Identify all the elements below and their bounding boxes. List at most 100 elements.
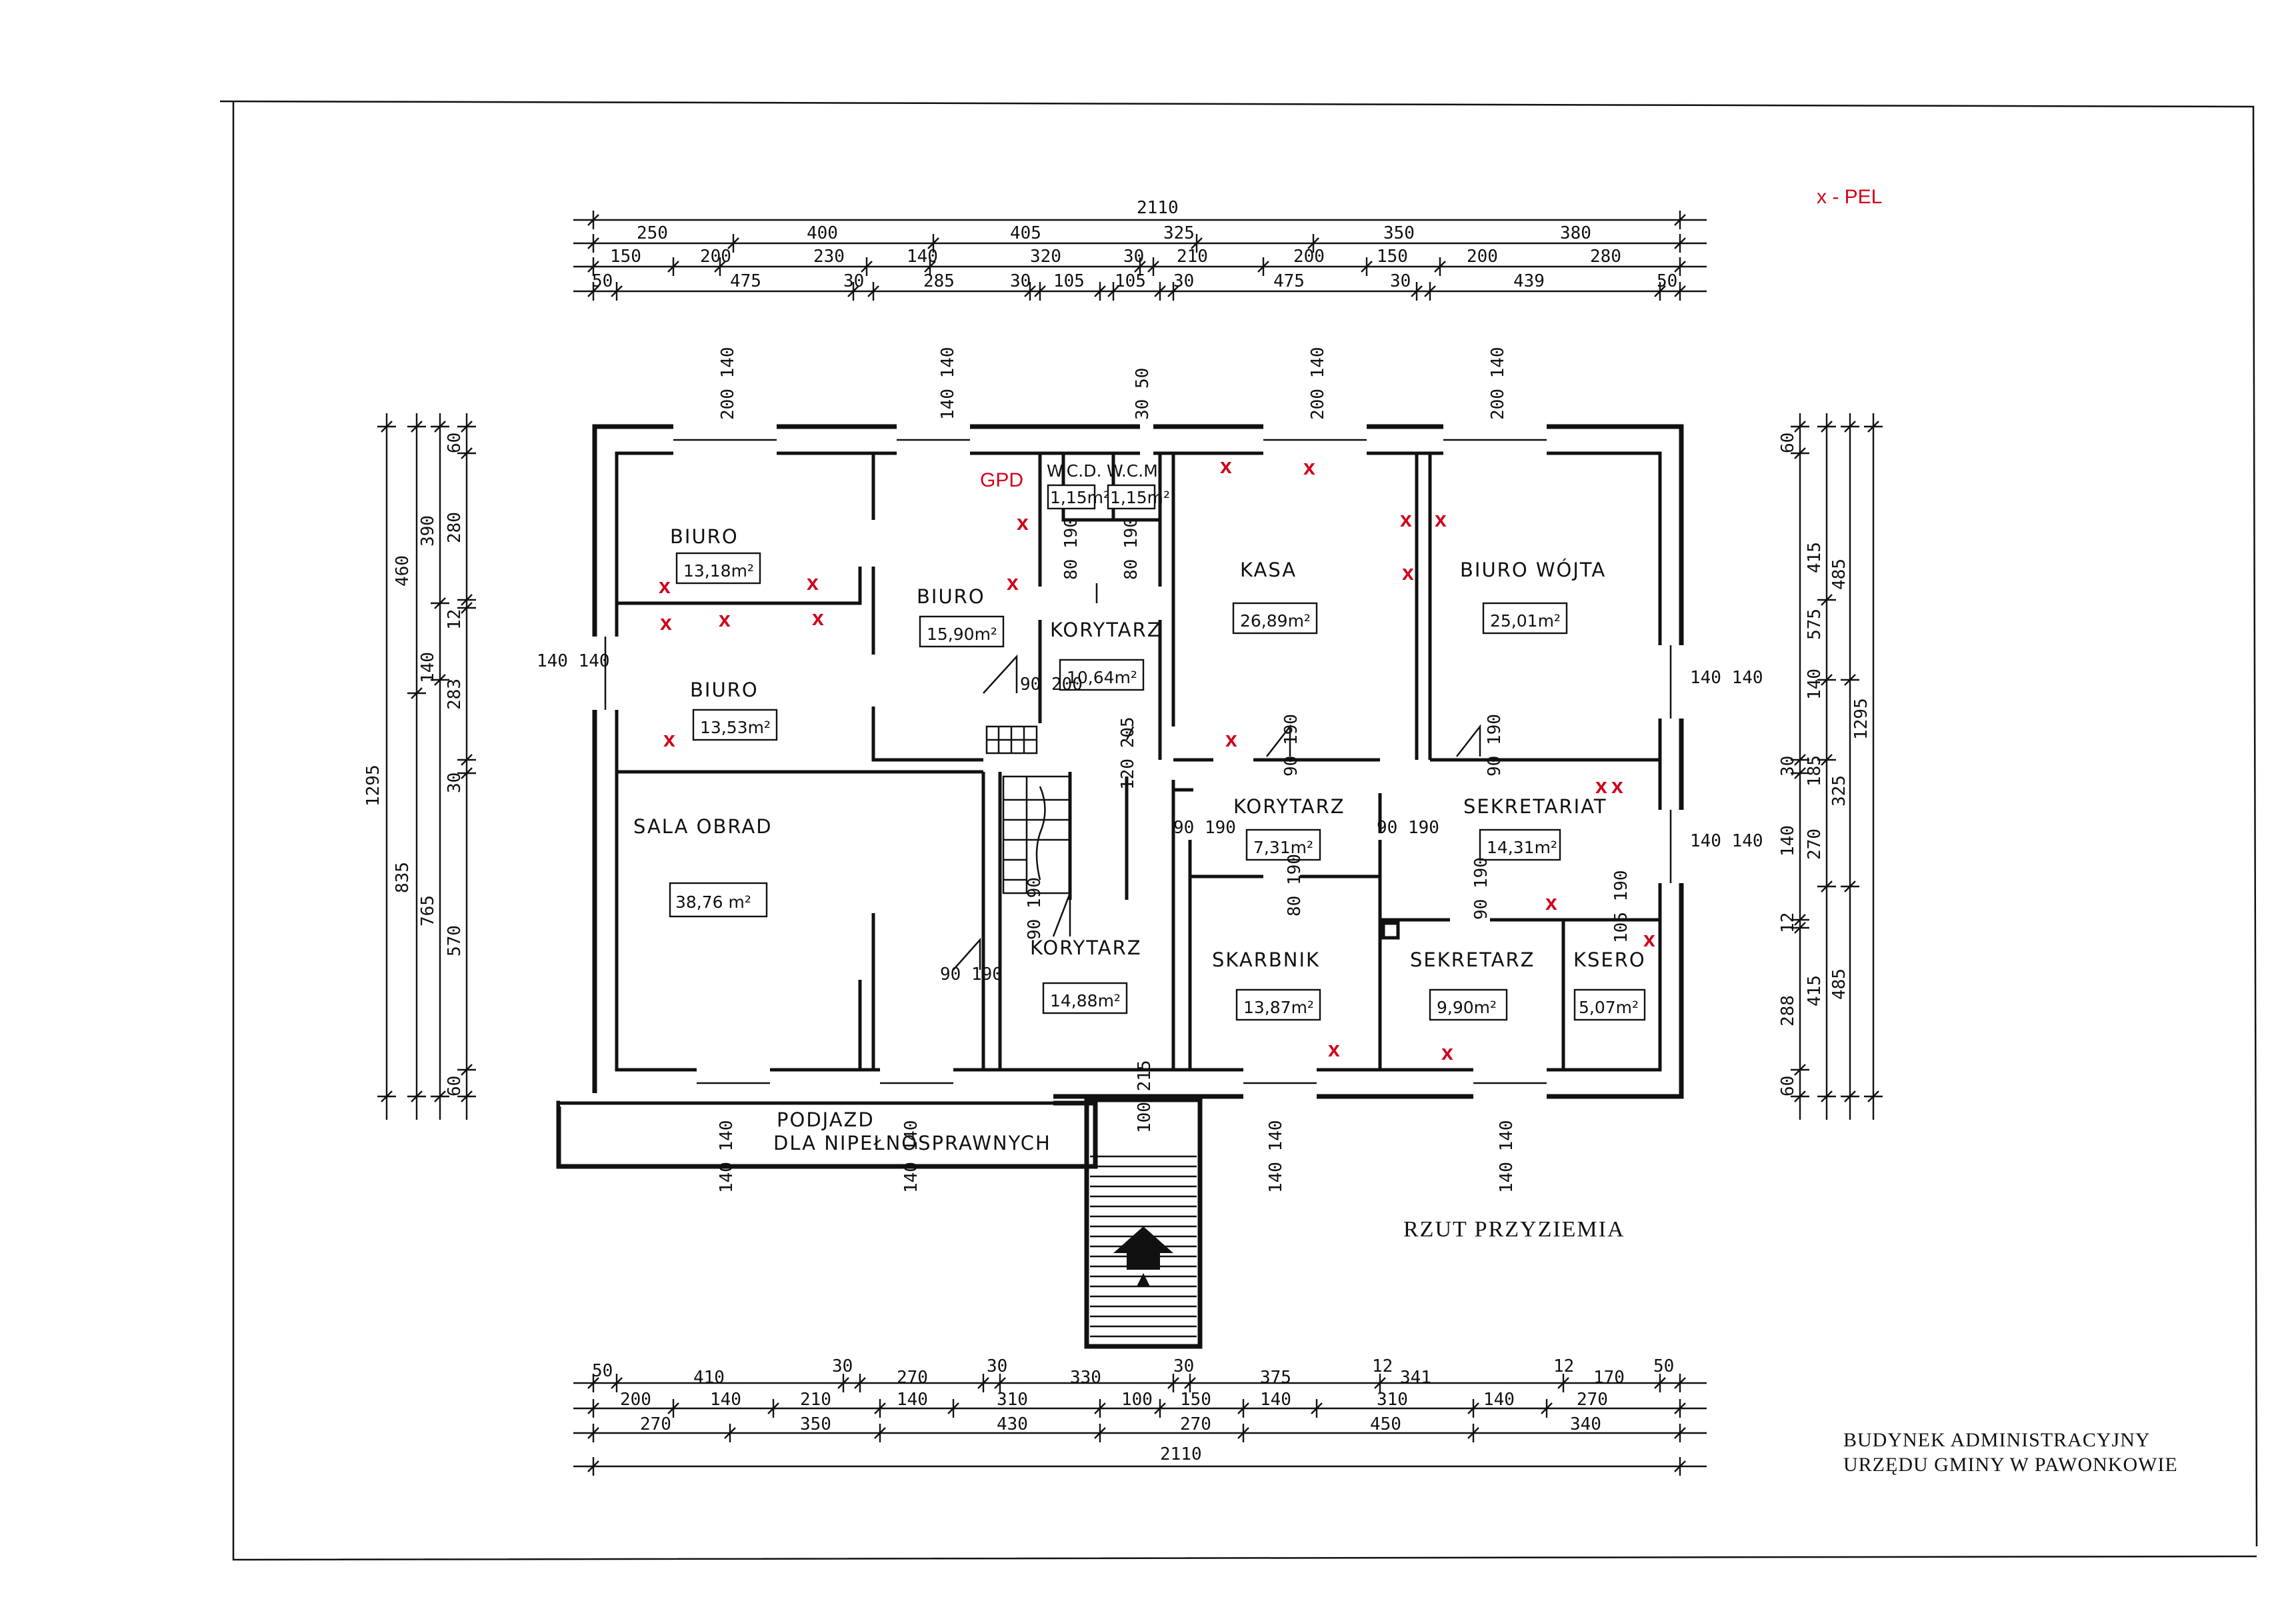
door-5: 90 190 (1377, 818, 1439, 838)
internal-staircase (1002, 775, 1071, 894)
room-area: 13,87m² (1243, 998, 1314, 1017)
win-bot-1: 140 140 (901, 1120, 921, 1193)
pel-marker: x (1441, 1040, 1453, 1064)
door-0: 90 200 (1020, 675, 1083, 695)
room-area: 26,89m² (1240, 611, 1311, 631)
dim-right-total: 1295 (1851, 698, 1871, 740)
room-area: 15,90m² (927, 625, 997, 644)
pel-marker: x (1225, 727, 1237, 751)
room-korytarz-3: KORYTARZ 14,88m² (1030, 936, 1141, 1014)
dim-right-m4: 270 (1805, 828, 1825, 860)
win-top-0: 200 140 (718, 347, 738, 420)
dim-left-total: 1295 (363, 765, 383, 806)
building-name-line2: URZĘDU GMINY W PAWONKOWIE (1843, 1454, 2178, 1476)
dim-top-r3-2: 30 (843, 271, 864, 291)
dim-bot-r2-0: 200 (620, 1390, 651, 1410)
dim-bot-r3-1: 350 (800, 1414, 831, 1434)
room-ksero: KSERO 5,07m² (1573, 948, 1646, 1021)
dim-bot-r1-9: 341 (1400, 1368, 1431, 1388)
dim-left-i0: 60 (445, 433, 465, 453)
room-area: 9,90m² (1437, 998, 1497, 1017)
room-skarbnik: SKARBNIK 13,87m² (1212, 948, 1321, 1021)
win-bot-0: 140 140 (717, 1120, 737, 1193)
left-dimensions: 1295 460 835 390 140 765 60 280 12 283 3… (363, 413, 476, 1120)
entrance-small-arrow-icon (1137, 1273, 1150, 1286)
dim-top-r3-9: 30 (1390, 271, 1411, 291)
room-area: 7,31m² (1253, 838, 1313, 857)
pel-markers: GPD x x x x x x x x x x x x x x x x x x … (659, 454, 1655, 1064)
door-11: 105 190 (1611, 870, 1631, 943)
dim-right-o1: 325 (1829, 775, 1849, 806)
dim-bot-r3-4: 450 (1370, 1414, 1401, 1434)
win-top-1: 140 140 (938, 347, 958, 420)
dim-top-r2-3: 140 (907, 247, 938, 267)
room-name: W.C.D. (1047, 461, 1101, 481)
door-13: 100 215 (1135, 1060, 1155, 1133)
dim-left-i6: 60 (445, 1076, 465, 1096)
dim-left-m1: 140 (418, 652, 438, 683)
dim-bot-r1-5: 330 (1070, 1368, 1101, 1388)
dim-bot-r2-7: 140 (1260, 1390, 1291, 1410)
room-area: 1,15m² (1050, 488, 1110, 507)
pel-marker: x (1435, 507, 1447, 531)
dim-left-m0: 390 (418, 515, 438, 547)
entrance-stairs (1084, 1097, 1203, 1349)
dim-bot-r1-0: 50 (592, 1361, 613, 1381)
opening-dimensions: 200 140 140 140 30 50 200 140 200 140 14… (537, 347, 1763, 1193)
dim-left-i3: 283 (445, 679, 465, 710)
legend-pel: x - PEL (1817, 186, 1882, 208)
dim-top-r1-1: 400 (807, 223, 838, 243)
room-name: W.C.M. (1107, 461, 1163, 481)
sheet-frame (219, 100, 2258, 1547)
dim-bot-r2-9: 140 (1483, 1390, 1515, 1410)
room-area: 1,15m² (1110, 488, 1170, 507)
room-sekretariat: SEKRETARIAT 14,31m² (1463, 795, 1606, 861)
pel-marker: x (1007, 571, 1019, 595)
dim-top-r3-10: 439 (1513, 271, 1545, 291)
dim-bot-r3-2: 430 (997, 1414, 1028, 1434)
dim-top-r1-0: 250 (637, 223, 668, 243)
room-area: 13,18m² (683, 561, 754, 581)
dim-bot-r3-0: 270 (640, 1414, 671, 1434)
right-dimensions: 60 30 140 12 288 60 415 575 140 185 270 … (1778, 413, 1883, 1120)
dim-top-r2-5: 30 (1123, 247, 1144, 267)
room-area: 10,64m² (1067, 668, 1137, 687)
entrance-arrow-icon (1113, 1226, 1173, 1270)
dim-right-o0: 485 (1829, 559, 1849, 590)
pel-marker: x (1328, 1037, 1340, 1061)
dim-right-i1: 30 (1778, 756, 1798, 777)
top-dimensions: 2110 250 400 405 325 350 380 150 200 230… (573, 198, 1707, 301)
dim-top-r3-4: 30 (1010, 271, 1031, 291)
room-area: 25,01m² (1490, 611, 1561, 631)
dim-right-m1: 575 (1805, 609, 1825, 640)
dim-bot-r3-5: 340 (1570, 1414, 1601, 1434)
dim-left-o0: 460 (393, 555, 413, 587)
dim-bot-r1-3: 270 (897, 1368, 928, 1388)
door-3: 90 190 (1485, 714, 1505, 777)
dim-top-r3-0: 50 (592, 271, 613, 291)
room-kasa: KASA 26,89m² (1232, 559, 1318, 635)
dim-top-r3-3: 285 (923, 271, 955, 291)
room-wcd: W.C.D. 1,15m² (1047, 461, 1110, 510)
win-side-1: 140 140 (1690, 668, 1763, 688)
dim-bot-r1-1: 410 (693, 1368, 725, 1388)
dim-bot-r1-8: 12 (1372, 1356, 1393, 1376)
dim-right-i0: 60 (1778, 433, 1798, 453)
pel-marker: x (663, 727, 675, 751)
pel-marker: x (1303, 455, 1315, 479)
pel-marker: x (812, 606, 824, 630)
dim-bot-r1-2: 30 (832, 1356, 853, 1376)
room-name: SEKRETARZ (1410, 948, 1535, 971)
dim-top-r3-7: 30 (1173, 271, 1194, 291)
bottom-dimensions: 50 410 30 270 30 330 30 375 12 341 12 17… (573, 1356, 1707, 1476)
building-name-line1: BUDYNEK ADMINISTRACYJNY (1843, 1429, 2151, 1451)
room-biuro-2: BIURO 15,90m² (917, 585, 1005, 648)
dim-right-m0: 415 (1805, 542, 1825, 573)
win-side-2: 140 140 (1690, 831, 1763, 851)
room-area: 14,31m² (1487, 838, 1557, 857)
win-top-3: 200 140 (1308, 347, 1328, 420)
dim-bot-r2-5: 100 (1121, 1390, 1153, 1410)
dim-bot-r2-4: 310 (997, 1390, 1028, 1410)
dim-right-i5: 60 (1778, 1076, 1798, 1096)
dim-bot-r1-11: 170 (1593, 1368, 1625, 1388)
